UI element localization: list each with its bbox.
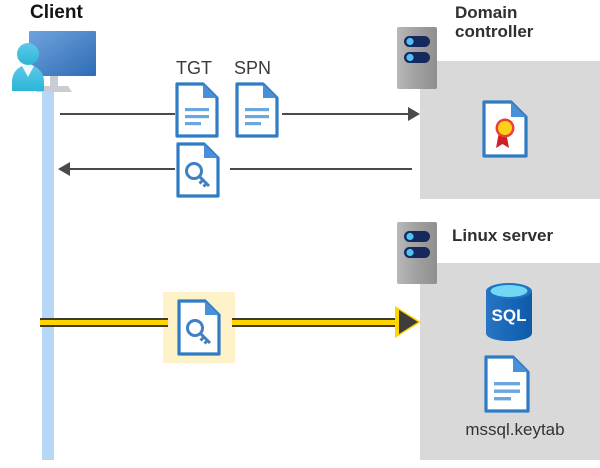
yellow-arrowhead-inner xyxy=(399,310,418,334)
linux-server-title: Linux server xyxy=(452,226,554,245)
client-title: Client xyxy=(30,2,83,23)
client-icon xyxy=(6,24,98,98)
service-ticket-document-icon xyxy=(177,299,221,356)
ticket-key-document-icon xyxy=(176,142,220,198)
spn-document-icon xyxy=(235,82,279,138)
server-rack-icon-dc xyxy=(397,27,437,89)
arrowhead-to-client xyxy=(58,162,70,176)
yellow-flow-right xyxy=(232,318,405,327)
flow-line-response-left xyxy=(70,168,175,170)
flow-line-request-right xyxy=(282,113,412,115)
flow-line-response-right xyxy=(230,168,412,170)
tgt-document-icon xyxy=(175,82,219,138)
spn-label: SPN xyxy=(234,58,272,78)
flow-line-request-left xyxy=(60,113,175,115)
keytab-document-icon xyxy=(484,355,530,413)
yellow-flow-left xyxy=(40,318,168,327)
domain-controller-title: Domain controller xyxy=(455,3,595,41)
sql-label: SQL xyxy=(492,306,527,325)
tgt-label: TGT xyxy=(176,58,212,78)
client-lifeline xyxy=(42,88,54,460)
domain-controller-title-line1: Domain xyxy=(455,3,518,22)
sql-database-icon: SQL xyxy=(481,281,537,343)
domain-controller-title-line2: controller xyxy=(455,22,534,42)
keytab-filename-label: mssql.keytab xyxy=(465,420,565,439)
certificate-document-icon xyxy=(482,100,528,158)
arrowhead-to-domain-controller xyxy=(408,107,420,121)
server-rack-icon-linux xyxy=(397,222,437,284)
